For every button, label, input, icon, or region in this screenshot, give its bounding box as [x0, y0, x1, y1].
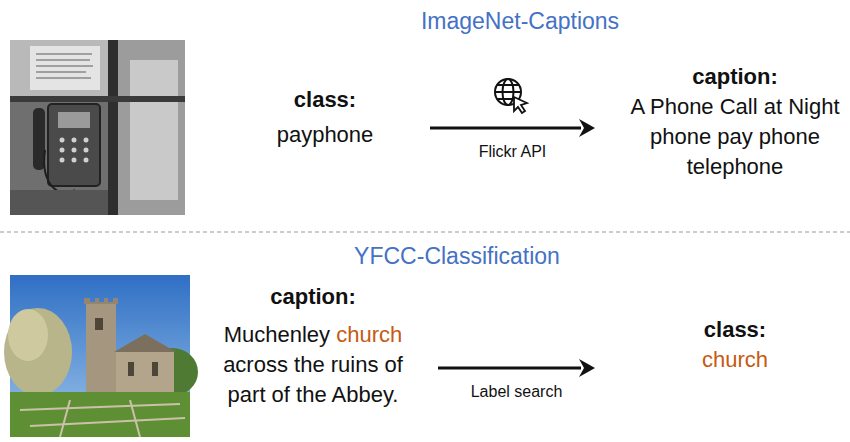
section-heading: ImageNet-Captions [421, 7, 619, 35]
arrow-head [579, 119, 595, 137]
arrow-shaft [430, 127, 581, 130]
globe-icon [495, 79, 527, 113]
field-value: church [625, 345, 845, 375]
payphone-photo [10, 40, 185, 215]
field-value: payphone [220, 120, 430, 150]
edge-label: Label search [468, 382, 566, 402]
text-group-node: class:church [595, 315, 845, 375]
field-value: A Phone Call at Night phone pay phone te… [625, 92, 845, 182]
edge-label: Flickr API [476, 142, 550, 162]
text-group-node: class: payphone [220, 85, 430, 150]
field-heading: caption: [625, 62, 845, 92]
flow-arrow [438, 359, 595, 377]
highlight-word: church [336, 322, 402, 347]
section-heading: YFCC-Classification [354, 242, 560, 270]
text-group-node: caption:A Phone Call at Night phone pay … [595, 62, 845, 182]
arrow-shaft [438, 367, 581, 370]
field-heading: caption: [213, 282, 413, 312]
church-photo [4, 275, 198, 437]
flow-arrow [430, 119, 595, 137]
field-heading: class: [220, 85, 430, 115]
text-group-node: caption: Muchenley church across the ruin… [203, 282, 438, 410]
field-heading: class: [625, 315, 845, 345]
separator-line [0, 231, 850, 232]
field-value: Muchenley church across the ruins of par… [213, 320, 413, 410]
arrow-head [579, 359, 595, 377]
